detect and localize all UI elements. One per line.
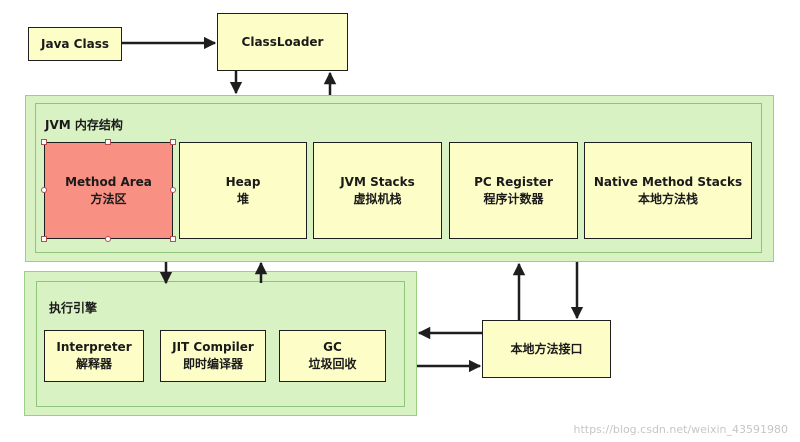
gc-box: GC 垃圾回收 — [279, 330, 386, 382]
class-loader-box: ClassLoader — [217, 13, 348, 71]
jvm-memory-inner-frame — [35, 103, 762, 253]
pc-register-label-en: PC Register — [474, 174, 553, 189]
jit-compiler-label-zh: 即时编译器 — [182, 357, 243, 371]
jvm-stacks-box: JVM Stacks 虚拟机栈 — [313, 142, 442, 239]
native-method-stacks-box: Native Method Stacks 本地方法栈 — [584, 142, 752, 239]
heap-label-zh: 堆 — [236, 191, 249, 206]
java-class-box: Java Class — [28, 27, 122, 61]
jvm-stacks-label-zh: 虚拟机栈 — [353, 191, 402, 206]
jit-compiler-box: JIT Compiler 即时编译器 — [160, 330, 266, 382]
jvm-memory-title: JVM 内存结构 — [45, 118, 123, 132]
watermark: https://blog.csdn.net/weixin_43591980 — [573, 423, 788, 436]
gc-label-zh: 垃圾回收 — [308, 357, 357, 371]
selection-handle[interactable] — [105, 139, 111, 145]
interpreter-label-en: Interpreter — [56, 340, 132, 354]
selection-handle[interactable] — [170, 139, 176, 145]
selection-handle[interactable] — [170, 187, 176, 193]
interpreter-label-zh: 解释器 — [75, 357, 112, 371]
java-class-label: Java Class — [41, 36, 109, 51]
class-loader-label: ClassLoader — [241, 34, 324, 49]
heap-box: Heap 堆 — [179, 142, 307, 239]
jvm-stacks-label-en: JVM Stacks — [340, 174, 415, 189]
jit-compiler-label-en: JIT Compiler — [172, 340, 254, 354]
pc-register-label-zh: 程序计数器 — [483, 191, 544, 206]
selection-handle[interactable] — [41, 187, 47, 193]
native-interface-box: 本地方法接口 — [482, 320, 611, 378]
method-area-label-zh: 方法区 — [90, 191, 127, 206]
selection-handle[interactable] — [41, 139, 47, 145]
heap-label-en: Heap — [225, 174, 261, 189]
selection-handle[interactable] — [105, 236, 111, 242]
execution-engine-title: 执行引擎 — [49, 301, 98, 315]
native-interface-label: 本地方法接口 — [510, 341, 583, 356]
selection-handle[interactable] — [41, 236, 47, 242]
method-area-label-en: Method Area — [65, 174, 152, 189]
selection-handle[interactable] — [170, 236, 176, 242]
interpreter-box: Interpreter 解释器 — [44, 330, 144, 382]
native-method-stacks-label-zh: 本地方法栈 — [637, 191, 698, 206]
execution-engine-inner-frame — [36, 281, 405, 407]
pc-register-box: PC Register 程序计数器 — [449, 142, 578, 239]
native-method-stacks-label-en: Native Method Stacks — [593, 174, 743, 189]
gc-label-en: GC — [323, 340, 342, 354]
